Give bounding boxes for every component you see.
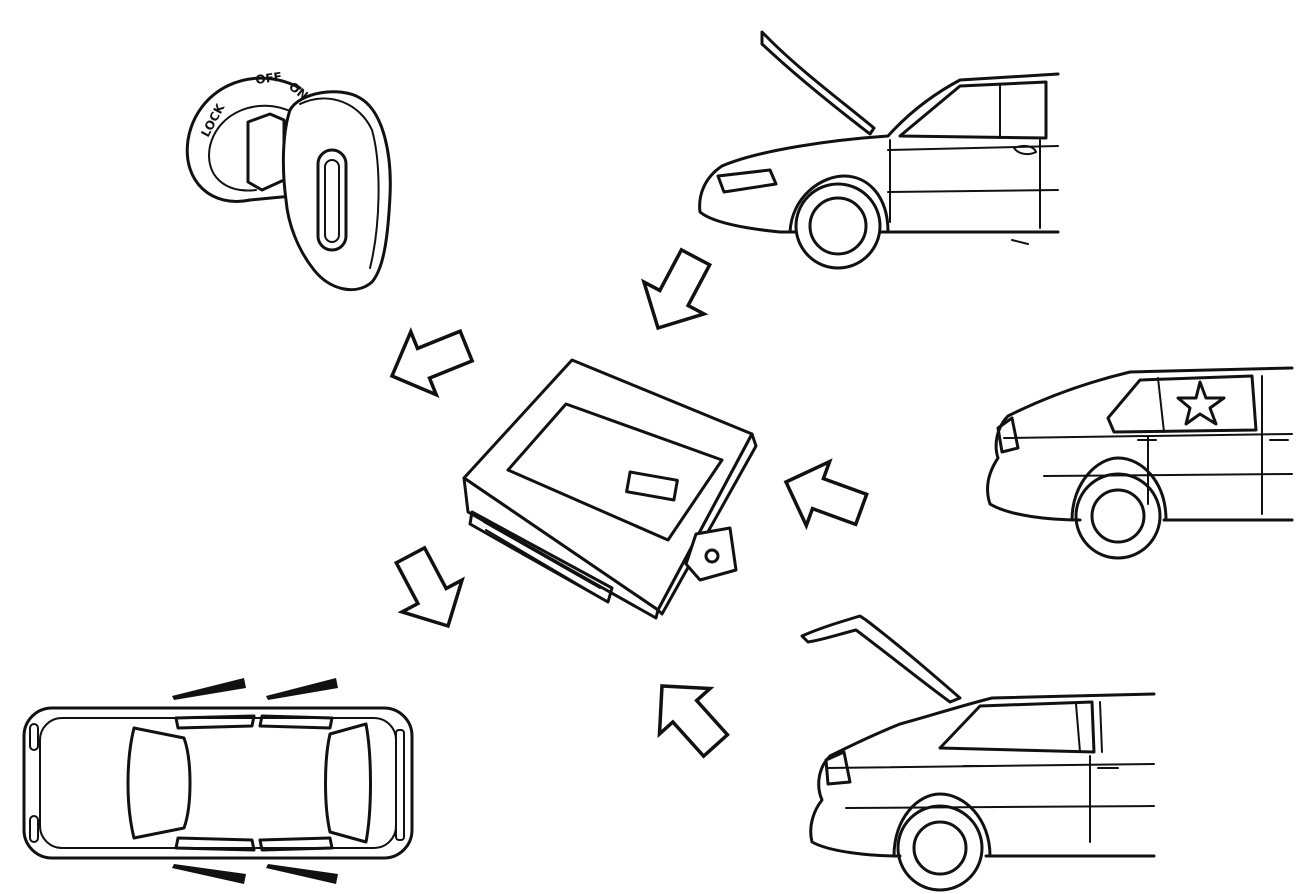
car-rear-window <box>1106 374 1258 434</box>
module-label-panel <box>506 402 724 542</box>
car-front-body <box>698 72 1060 234</box>
car-top-headlight-right <box>29 815 39 843</box>
key-slot-hole-inner <box>324 159 340 243</box>
indicator-flash-front-left <box>172 678 246 700</box>
module-side-face <box>656 432 758 616</box>
key-barrel <box>246 112 286 192</box>
arrow-to-indicators <box>393 545 465 629</box>
car-top-body <box>22 706 414 860</box>
car-top-window-rl <box>258 714 334 730</box>
car-top-front-windscreen <box>126 726 192 840</box>
car-front-headlight <box>716 168 778 194</box>
car-boot-open-illustration <box>800 614 1156 892</box>
arrow-from-rear-window <box>783 458 869 531</box>
open-boot-lid <box>800 614 962 704</box>
module-connector <box>468 510 614 604</box>
car-front-window <box>898 80 1048 140</box>
module-mounting-tab <box>684 526 738 582</box>
indicator-flash-rear-right <box>266 864 338 884</box>
indicator-flash-rear-left <box>266 678 338 700</box>
car-boot-handle <box>963 765 1119 769</box>
car-boot-window-divider <box>1075 701 1103 753</box>
car-rear-side-illustration <box>986 366 1294 560</box>
car-boot-waistline <box>825 763 1155 809</box>
ignition-lock-inner-ring <box>208 104 293 192</box>
ignition-lock-ring <box>185 76 302 203</box>
car-rear-hub <box>1090 488 1146 544</box>
ignition-key-illustration: LOCK OFF ON <box>185 69 392 292</box>
key-head <box>281 90 392 292</box>
car-top-window-rr <box>258 836 334 852</box>
car-top-view-illustration <box>22 678 414 884</box>
car-front-wheel <box>794 182 882 270</box>
car-boot-wheel <box>896 804 984 892</box>
car-top-window-fr <box>174 836 256 852</box>
car-top-rear-windscreen <box>324 722 372 844</box>
indicator-flash-front-right <box>172 864 246 884</box>
car-front-mirror <box>1013 144 1037 156</box>
module-front-face <box>462 476 660 620</box>
arrow-from-boot <box>657 684 730 759</box>
car-rear-wheel-arch <box>1070 456 1168 522</box>
car-rear-taillight <box>996 416 1020 454</box>
car-front-door-line <box>889 139 1041 229</box>
car-rear-body <box>986 366 1294 522</box>
car-top-headlight-left <box>29 723 39 751</box>
arrow-from-bonnet <box>641 247 713 331</box>
car-rear-window-divider <box>1157 377 1165 433</box>
ignition-label-off: OFF <box>254 69 282 87</box>
key-slot-hole <box>316 148 348 252</box>
car-front-step <box>1011 239 1029 245</box>
arrow-from-ignition <box>389 327 475 399</box>
car-rear-wheel <box>1074 472 1162 560</box>
broken-glass-star-icon <box>1176 380 1226 426</box>
car-top-taillight <box>395 729 405 841</box>
car-boot-rear-window <box>938 700 1096 754</box>
module-mounting-hole <box>704 548 720 564</box>
car-top-body-inner <box>39 717 397 849</box>
car-boot-wheel-arch <box>892 792 992 858</box>
car-boot-hub <box>912 820 968 876</box>
key-head-edge <box>299 97 380 269</box>
car-top-window-fl <box>174 714 256 730</box>
car-front-wheel-arch <box>788 174 890 234</box>
alarm-control-module <box>462 358 758 620</box>
module-small-label <box>625 470 679 502</box>
module-connector-pins <box>483 521 601 597</box>
car-bonnet-open-illustration <box>698 30 1060 270</box>
signal-arrows <box>389 247 869 759</box>
car-boot-taillight <box>824 750 852 786</box>
open-bonnet <box>760 30 876 136</box>
car-front-hub <box>808 196 868 256</box>
car-boot-body <box>809 692 1156 858</box>
